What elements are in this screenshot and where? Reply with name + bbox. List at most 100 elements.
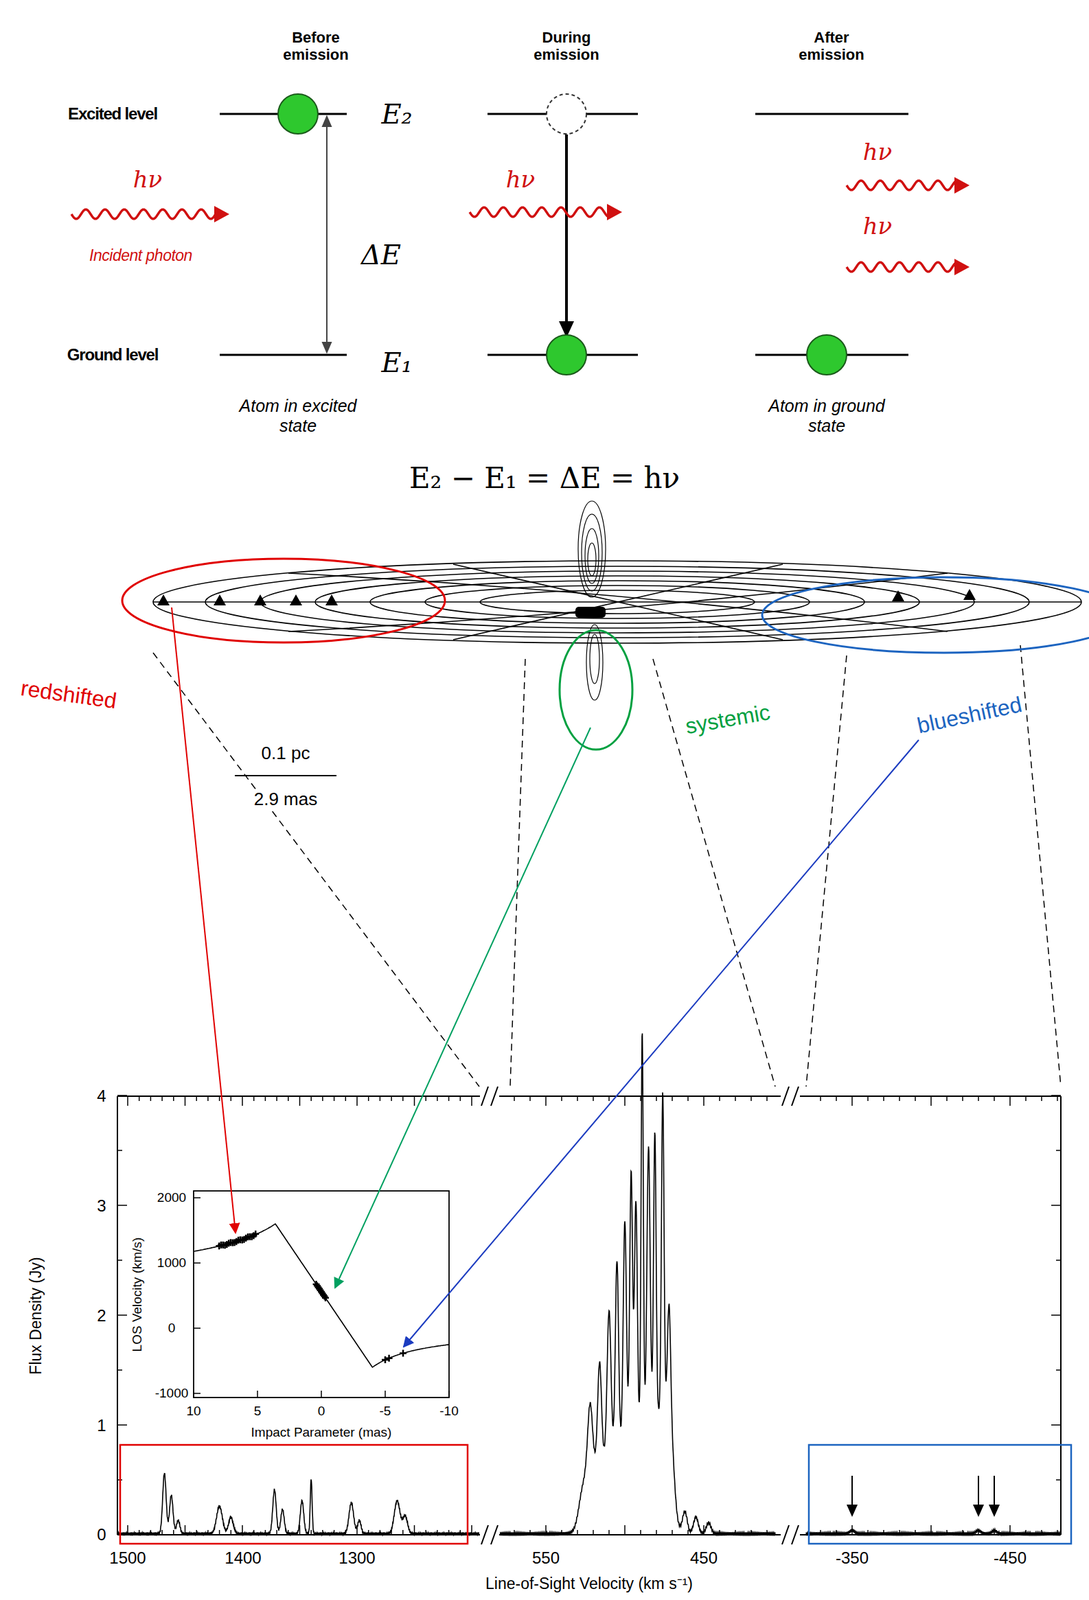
y-tick xyxy=(117,1314,128,1317)
x-tick xyxy=(867,1530,869,1536)
x-tick xyxy=(173,1530,175,1536)
spectra xyxy=(117,1034,1061,1546)
tick-label: 1500 xyxy=(109,1549,146,1569)
x-tick xyxy=(207,1530,209,1536)
x-tick xyxy=(639,1096,642,1102)
x-tick xyxy=(560,1096,563,1102)
photon-energy: hν xyxy=(133,166,163,193)
x-tick xyxy=(513,1096,515,1102)
x-tick xyxy=(138,1096,141,1102)
x-tick xyxy=(256,1391,259,1398)
tick-label: -5 xyxy=(379,1404,392,1420)
region-label: systemic xyxy=(681,699,775,741)
axis-break xyxy=(782,1086,789,1107)
y-tick xyxy=(1056,1479,1061,1482)
tick-label: 2 xyxy=(96,1306,106,1326)
x-tick xyxy=(1009,1096,1011,1107)
x-tick xyxy=(750,1096,752,1102)
x-tick xyxy=(384,1391,386,1398)
x-tick xyxy=(402,1096,404,1102)
x-tick xyxy=(230,1530,233,1536)
x-tick xyxy=(219,1530,221,1536)
x-tick xyxy=(687,1530,689,1536)
x-tick xyxy=(127,1096,129,1107)
x-tick xyxy=(867,1096,869,1102)
x-tick xyxy=(529,1530,531,1536)
x-tick xyxy=(322,1530,324,1536)
y-tick xyxy=(1056,1259,1061,1262)
x-tick xyxy=(184,1525,187,1536)
x-tick xyxy=(851,1525,853,1536)
x-tick xyxy=(184,1096,187,1107)
x-tick xyxy=(448,1096,450,1102)
spectrum-line xyxy=(117,1474,480,1536)
x-tick xyxy=(414,1096,416,1107)
x-tick xyxy=(310,1530,312,1536)
equation: E₂ − E₁ = ΔE = hν xyxy=(409,462,680,496)
spectrum-line xyxy=(806,1529,1061,1536)
x-tick xyxy=(1025,1530,1027,1536)
energy-symbol: E₁ xyxy=(381,346,412,379)
model-curve xyxy=(193,1224,450,1368)
chart-frame xyxy=(117,1096,1061,1536)
x-tick xyxy=(718,1530,721,1536)
x-tick xyxy=(253,1530,255,1536)
tick-label: 10 xyxy=(186,1404,201,1420)
x-tick xyxy=(276,1096,278,1102)
y-tick xyxy=(1056,1369,1061,1372)
x-tick xyxy=(230,1096,233,1102)
x-tick xyxy=(219,1096,221,1102)
maser-disk xyxy=(153,560,1082,644)
x-tick xyxy=(379,1530,382,1536)
y-tick xyxy=(1051,1424,1061,1427)
x-tick xyxy=(333,1530,336,1536)
x-tick xyxy=(671,1096,673,1102)
x-tick xyxy=(687,1096,689,1102)
axis-title: Line-of-Sight Velocity (km s⁻¹) xyxy=(485,1575,693,1593)
leader-arrows xyxy=(171,607,919,1348)
axis-title: LOS Velocity (km/s) xyxy=(129,1236,145,1355)
x-tick xyxy=(898,1096,901,1102)
x-tick xyxy=(819,1530,822,1536)
tick-label: 0 xyxy=(317,1404,326,1420)
x-tick xyxy=(1056,1530,1059,1536)
energy-symbol: E₂ xyxy=(381,98,412,130)
y-tick xyxy=(193,1197,201,1199)
data-point xyxy=(385,1355,393,1363)
photon-head xyxy=(214,205,230,223)
tick-label: 2000 xyxy=(157,1190,187,1206)
inset-frame xyxy=(193,1191,450,1398)
x-tick xyxy=(608,1096,610,1102)
x-tick xyxy=(655,1096,658,1102)
tick-label: 1 xyxy=(96,1416,106,1436)
axis-break xyxy=(481,1086,489,1107)
tick-label: 450 xyxy=(690,1549,718,1569)
x-tick xyxy=(946,1096,948,1102)
x-tick xyxy=(150,1096,152,1102)
x-tick xyxy=(576,1096,579,1102)
x-tick xyxy=(545,1096,547,1107)
transition-arrow xyxy=(558,134,575,338)
x-tick xyxy=(961,1096,964,1102)
stage-heading: During emission xyxy=(514,28,618,64)
x-tick xyxy=(425,1530,427,1536)
x-tick xyxy=(345,1530,347,1536)
x-tick xyxy=(299,1096,301,1107)
x-tick xyxy=(545,1525,547,1536)
x-tick xyxy=(898,1530,901,1536)
y-tick xyxy=(1051,1534,1061,1536)
x-tick xyxy=(320,1391,323,1398)
x-tick xyxy=(414,1525,416,1536)
region-ellipses xyxy=(122,558,1089,750)
x-tick xyxy=(138,1530,141,1536)
axis-break xyxy=(490,1086,498,1107)
x-tick xyxy=(192,1391,195,1398)
y-tick xyxy=(117,1150,123,1152)
level-name: Excited level xyxy=(67,104,158,124)
y-tick xyxy=(1051,1205,1061,1207)
x-tick xyxy=(150,1530,152,1536)
axis-break xyxy=(782,1525,789,1545)
x-tick xyxy=(265,1096,267,1102)
